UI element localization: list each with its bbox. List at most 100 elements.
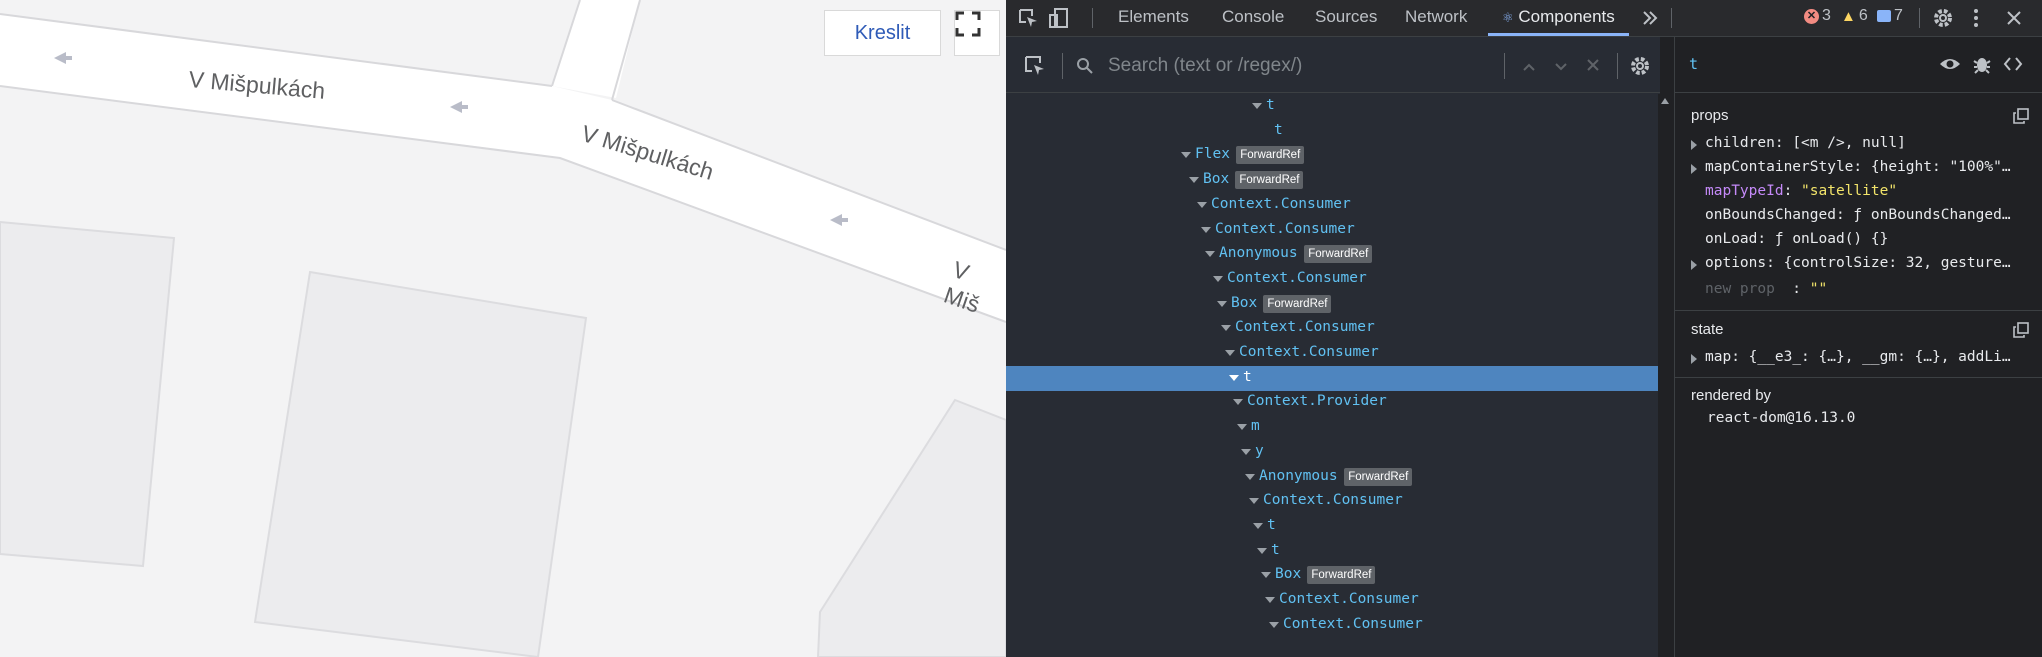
prop-value[interactable]: ƒ onBoundsChanged…	[1853, 207, 2011, 223]
prop-row[interactable]: options: {controlSize: 32, gesture…	[1705, 255, 2035, 271]
tree-row[interactable]: m	[1006, 415, 1660, 440]
tree-row[interactable]: Context.Consumer	[1006, 218, 1660, 243]
copy-icon[interactable]	[2013, 108, 2029, 124]
search-input[interactable]	[1106, 52, 1500, 80]
expand-arrow-icon[interactable]	[1189, 177, 1199, 184]
new-prop-row[interactable]: new prop : ""	[1705, 281, 1828, 297]
chevron-up-icon[interactable]	[1522, 59, 1536, 77]
device-toolbar-icon[interactable]	[1047, 6, 1071, 30]
expand-arrow-icon[interactable]	[1201, 226, 1211, 233]
tree-row[interactable]: Context.Consumer	[1006, 267, 1660, 292]
component-name: Box	[1203, 171, 1230, 188]
prop-row[interactable]: children: [<m />, null]	[1705, 135, 2035, 151]
expand-arrow-icon[interactable]	[1249, 498, 1259, 505]
prop-row[interactable]: mapContainerStyle: {height: "100%"…	[1705, 159, 2035, 175]
tab-network[interactable]: Network	[1405, 7, 1468, 26]
expand-triangle-icon[interactable]	[1691, 354, 1697, 364]
prop-value[interactable]: {controlSize: 32, gesture…	[1783, 255, 2011, 271]
expand-arrow-icon[interactable]	[1265, 597, 1275, 603]
prop-value[interactable]: {__e3_: {…}, __gm: {…}, addLi…	[1748, 349, 2011, 365]
expand-arrow-icon[interactable]	[1237, 424, 1247, 431]
tree-scrollbar[interactable]	[1658, 94, 1672, 657]
tab-components[interactable]: ⚛ Components	[1488, 0, 1629, 36]
prop-row[interactable]: map: {__e3_: {…}, __gm: {…}, addLi…	[1705, 349, 2035, 365]
tree-row[interactable]: t	[1006, 119, 1660, 144]
message-count[interactable]: 7	[1877, 7, 1903, 25]
tab-console[interactable]: Console	[1222, 7, 1285, 26]
new-prop-value[interactable]: ""	[1809, 281, 1828, 297]
tree-row[interactable]: Context.Consumer	[1006, 613, 1660, 638]
expand-triangle-icon[interactable]	[1691, 260, 1697, 270]
prop-value[interactable]: ƒ onLoad() {}	[1774, 231, 1889, 247]
map-view[interactable]: V Mišpulkách V Mišpulkách V Miš Kreslit	[0, 0, 1006, 657]
bug-icon[interactable]	[1973, 54, 1991, 79]
copy-icon[interactable]	[2013, 322, 2029, 338]
eye-icon[interactable]	[1939, 55, 1961, 78]
tree-row-selected[interactable]: t	[1006, 365, 1660, 391]
expand-arrow-icon[interactable]	[1233, 399, 1243, 406]
expand-arrow-icon[interactable]	[1221, 325, 1231, 332]
expand-arrow-icon[interactable]	[1269, 621, 1279, 628]
forwardref-badge: ForwardRef	[1236, 146, 1305, 165]
expand-arrow-icon[interactable]	[1245, 473, 1255, 480]
expand-arrow-icon[interactable]	[1252, 103, 1262, 109]
prop-row[interactable]: onLoad: ƒ onLoad() {}	[1705, 231, 2035, 247]
new-prop-placeholder[interactable]: new prop	[1705, 281, 1775, 297]
expand-arrow-icon[interactable]	[1181, 152, 1191, 159]
tree-row[interactable]: Context.Consumer	[1006, 316, 1660, 341]
expand-arrow-icon[interactable]	[1261, 572, 1271, 579]
tree-row[interactable]: Context.Consumer	[1006, 588, 1660, 613]
prop-row[interactable]: mapTypeId: "satellite"	[1705, 183, 2035, 199]
map-canvas[interactable]	[0, 0, 1006, 657]
expand-arrow-icon[interactable]	[1241, 448, 1251, 455]
tree-row[interactable]: Context.Consumer	[1006, 341, 1660, 366]
rendered-by-value[interactable]: react-dom@16.13.0	[1707, 410, 1856, 426]
tab-elements[interactable]: Elements	[1118, 7, 1189, 26]
error-count[interactable]: ✕ 3	[1804, 7, 1831, 25]
prop-value[interactable]: "satellite"	[1801, 183, 1898, 199]
inspect-element-icon[interactable]	[1016, 6, 1040, 30]
expand-arrow-icon[interactable]	[1229, 374, 1239, 381]
select-element-icon[interactable]	[1024, 55, 1046, 82]
prop-row[interactable]: onBoundsChanged: ƒ onBoundsChanged…	[1705, 207, 2035, 223]
tree-row[interactable]: t	[1006, 514, 1660, 539]
close-icon[interactable]	[2002, 6, 2026, 30]
expand-arrow-icon[interactable]	[1213, 275, 1223, 282]
tree-row[interactable]: t	[1006, 539, 1660, 564]
draw-button[interactable]: Kreslit	[824, 10, 941, 56]
expand-arrow-icon[interactable]	[1253, 522, 1263, 529]
tree-row[interactable]: Context.Consumer	[1006, 193, 1660, 218]
expand-arrow-icon[interactable]	[1217, 300, 1227, 307]
chevron-double-right-icon[interactable]	[1638, 6, 1662, 30]
prop-value[interactable]: [<m />, null]	[1792, 135, 1906, 151]
more-vertical-icon[interactable]	[1964, 6, 1988, 30]
expand-triangle-icon[interactable]	[1691, 140, 1697, 150]
chevron-down-icon[interactable]	[1554, 59, 1568, 77]
tree-row[interactable]: Context.Provider	[1006, 390, 1660, 415]
scroll-up-icon[interactable]	[1661, 98, 1669, 104]
tree-row[interactable]: Context.Consumer	[1006, 489, 1660, 514]
expand-arrow-icon[interactable]	[1205, 251, 1215, 258]
clear-search-icon[interactable]	[1586, 58, 1600, 77]
expand-arrow-icon[interactable]	[1225, 350, 1235, 356]
tab-sources[interactable]: Sources	[1315, 7, 1378, 26]
expand-arrow-icon[interactable]	[1197, 201, 1207, 208]
tree-row[interactable]: y	[1006, 440, 1660, 465]
warning-count[interactable]: ▲ 6	[1841, 7, 1868, 25]
expand-arrow-icon[interactable]	[1257, 547, 1267, 554]
tree-row[interactable]: t	[1006, 94, 1660, 119]
gear-icon[interactable]	[1931, 6, 1955, 30]
component-name: Box	[1231, 294, 1258, 311]
settings-gear-icon[interactable]	[1629, 55, 1651, 82]
fullscreen-button[interactable]	[954, 10, 1000, 56]
view-source-icon[interactable]	[2003, 55, 2023, 78]
prop-value[interactable]: {height: "100%"…	[1870, 159, 2011, 175]
expand-triangle-icon[interactable]	[1691, 164, 1697, 174]
